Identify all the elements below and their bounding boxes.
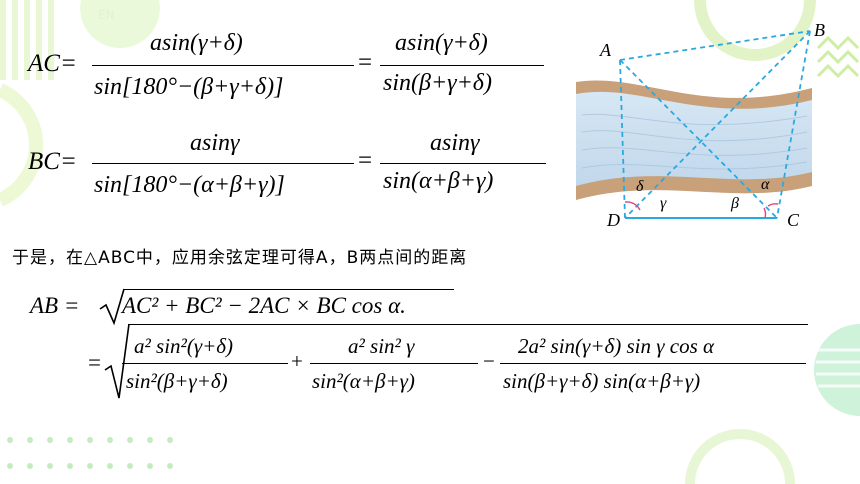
- eq3-minus: −: [483, 349, 495, 373]
- eq1-equals: =: [358, 49, 373, 76]
- eq2-num2: asinγ: [430, 130, 480, 156]
- eq2-lhs: BC=: [28, 148, 77, 175]
- eq3-t2-num: a² sin² γ: [348, 334, 415, 358]
- eq2-equals: =: [358, 147, 373, 174]
- label-B: B: [814, 20, 825, 40]
- eq3-equals: =: [88, 350, 101, 375]
- sqrt-bar-2: [128, 324, 808, 326]
- lead-sentence: 于是，在△ABC中，应用余弦定理可得A，B两点间的距离: [12, 248, 468, 268]
- angle-alpha: α: [761, 176, 770, 193]
- eq1-num2: asin(γ+δ): [395, 30, 488, 56]
- river-water: [576, 89, 812, 195]
- eq1-num1: asin(γ+δ): [150, 30, 243, 56]
- river-bank-top: [576, 80, 812, 109]
- eq3-lhs: AB =: [30, 293, 80, 318]
- eq3-t3-den: sin(β+γ+δ) sin(α+β+γ): [503, 369, 701, 393]
- eq3-t3-num: 2a² sin(γ+δ) sin γ cos α: [518, 334, 715, 358]
- eq3-t1-line: [122, 363, 288, 365]
- eq1-lhs: AC=: [28, 50, 77, 77]
- river-figure: [576, 30, 812, 219]
- eq3-t2-line: [310, 363, 478, 365]
- eq3-t1-den: sin²(β+γ+δ): [126, 369, 228, 393]
- eq3-t3-line: [500, 363, 806, 365]
- eq1-fraction-line-2: [380, 65, 544, 67]
- eq3-radicand: AC² + BC² − 2AC × BC cos α.: [122, 293, 406, 318]
- sqrt-sign-1: [99, 288, 125, 326]
- eq1-fraction-line-1: [92, 65, 354, 67]
- label-C: C: [787, 210, 800, 230]
- label-A: A: [600, 40, 611, 60]
- angle-beta: β: [731, 195, 739, 212]
- sqrt-bar-1: [124, 289, 454, 291]
- river-bank-bottom: [576, 172, 812, 200]
- corner-tag: EN: [98, 8, 115, 22]
- eq1-den2: sin(β+γ+δ): [383, 70, 492, 96]
- sqrt-sign-2: [104, 323, 130, 399]
- label-D: D: [607, 210, 620, 230]
- eq3-plus: +: [291, 349, 303, 373]
- eq2-den1: sin[180°−(α+β+γ)]: [94, 172, 285, 198]
- eq2-fraction-line-1: [92, 163, 354, 165]
- eq2-num1: asinγ: [190, 130, 240, 156]
- angle-delta: δ: [636, 178, 644, 195]
- angle-gamma: γ: [660, 195, 667, 212]
- eq1-den1: sin[180°−(β+γ+δ)]: [94, 74, 284, 100]
- eq3-t2-den: sin²(α+β+γ): [312, 369, 415, 393]
- eq2-den2: sin(α+β+γ): [383, 168, 494, 194]
- eq3-t1-num: a² sin²(γ+δ): [134, 334, 234, 358]
- eq2-fraction-line-2: [380, 163, 546, 165]
